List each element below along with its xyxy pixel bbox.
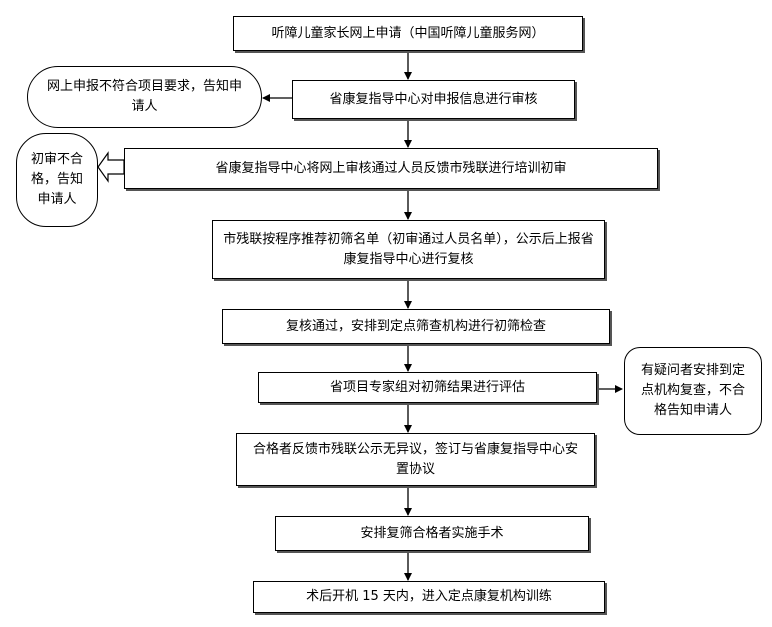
step-1-label: 听障儿童家长网上申请（中国听障儿童服务网） — [271, 25, 545, 41]
step-2-center-review: 省康复指导中心对申报信息进行审核 — [292, 80, 575, 119]
step-8-surgery: 安排复筛合格者实施手术 — [275, 516, 589, 551]
step-3-label: 省康复指导中心将网上审核通过人员反馈市残联进行培训初审 — [215, 160, 567, 176]
step-5-initial-screening: 复核通过，安排到定点筛查机构进行初筛检查 — [222, 309, 610, 344]
step-4-label: 市残联按程序推荐初筛名单（初审通过人员名单），公示后上报省康复指导中心进行复核 — [223, 231, 594, 267]
side-doubt-recheck-label: 有疑问者安排到定点机构复查，不合格告知申请人 — [640, 363, 745, 418]
step-7-label: 合格者反馈市残联公示无异议，签订与省康复指导中心安置协议 — [252, 441, 578, 477]
step-3-feedback-initial-review: 省康复指导中心将网上审核通过人员反馈市残联进行培训初审 — [124, 148, 658, 189]
step-4-recommend-list: 市残联按程序推荐初筛名单（初审通过人员名单），公示后上报省康复指导中心进行复核 — [212, 220, 605, 279]
side-reject-online-label: 网上申报不符合项目要求，告知申请人 — [46, 79, 242, 114]
step-5-label: 复核通过，安排到定点筛查机构进行初筛检查 — [285, 318, 546, 334]
step-6-expert-evaluation: 省项目专家组对初筛结果进行评估 — [258, 372, 597, 403]
side-reject-initial-label: 初审不合格，告知申请人 — [30, 152, 83, 207]
step-2-label: 省康复指导中心对申报信息进行审核 — [329, 91, 538, 107]
step-7-placement-agreement: 合格者反馈市残联公示无异议，签订与省康复指导中心安置协议 — [236, 433, 595, 486]
step-1-online-application: 听障儿童家长网上申请（中国听障儿童服务网） — [233, 16, 583, 51]
step-6-label: 省项目专家组对初筛结果进行评估 — [329, 379, 525, 395]
side-doubt-recheck: 有疑问者安排到定点机构复查，不合格告知申请人 — [624, 347, 762, 435]
hollow-arrow-s3-reject-initial — [97, 151, 125, 183]
side-reject-initial: 初审不合格，告知申请人 — [16, 133, 98, 227]
step-9-rehab-training: 术后开机 15 天内，进入定点康复机构训练 — [253, 581, 605, 613]
side-reject-online: 网上申报不符合项目要求，告知申请人 — [27, 66, 262, 128]
step-9-label: 术后开机 15 天内，进入定点康复机构训练 — [306, 589, 552, 604]
step-8-label: 安排复筛合格者实施手术 — [360, 525, 504, 541]
